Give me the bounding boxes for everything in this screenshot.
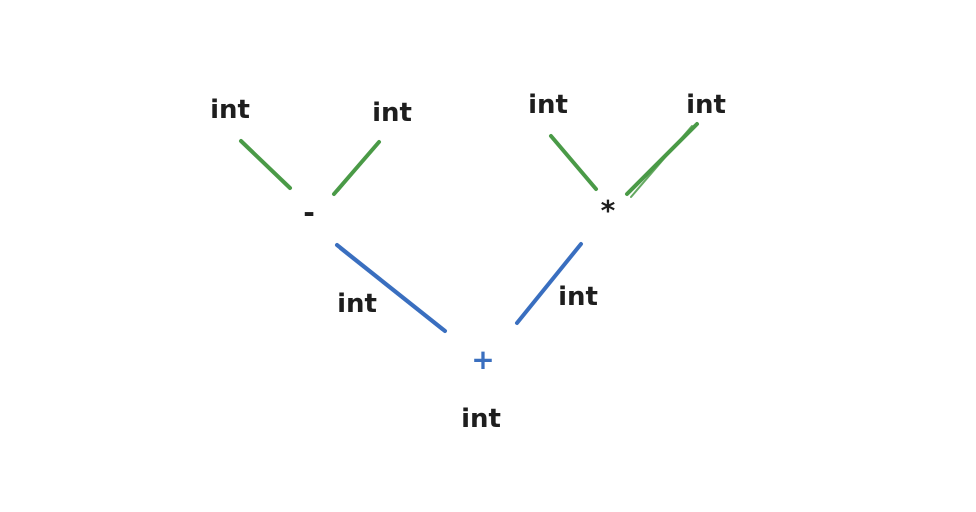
leaf-type-label: int [372, 98, 412, 128]
edge-times-right [625, 122, 699, 196]
edge-minus-right-sketch [337, 145, 377, 192]
edge-times-right-sketch [630, 125, 693, 198]
edge-times-left [549, 134, 598, 191]
plus-operator: + [471, 343, 494, 376]
edge-minus-left [239, 139, 292, 190]
edge-plus-left [335, 243, 447, 333]
edge-plus-left-sketch [339, 248, 443, 331]
minus-result-type: int [337, 289, 377, 319]
times-operator: * [601, 194, 616, 227]
times-result-type: int [558, 282, 598, 312]
minus-operator: - [303, 196, 315, 229]
leaf-type-label: int [528, 90, 568, 120]
leaf-type-label: int [686, 90, 726, 120]
leaf-type-label: int [210, 95, 250, 125]
root-result-type: int [461, 404, 501, 434]
edge-plus-right-sketch [518, 247, 579, 321]
